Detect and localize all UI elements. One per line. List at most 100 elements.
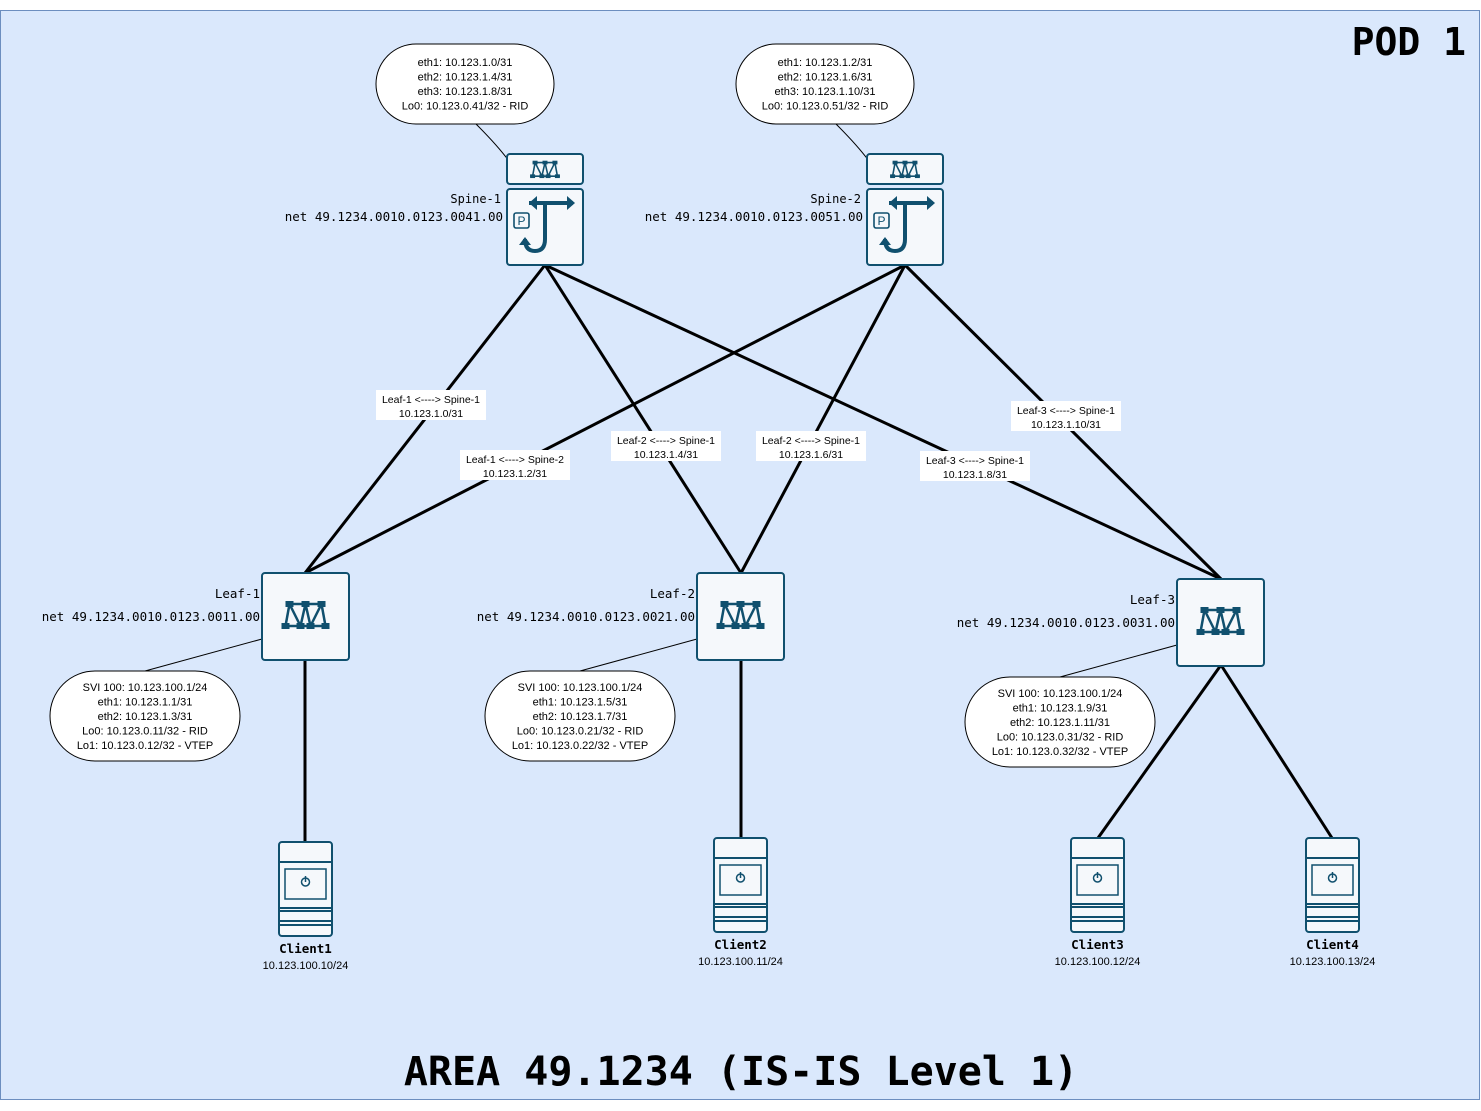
- fabric-icon: [530, 160, 560, 179]
- link-label-line2: 10.123.1.2/31: [483, 468, 547, 480]
- spine-name: Spine-1: [450, 192, 501, 206]
- spine-net: net 49.1234.0010.0123.0041.00: [285, 209, 503, 224]
- leaf-info-line: eth1: 10.123.1.9/31: [1013, 703, 1108, 715]
- spine-info-bubble: [375, 43, 555, 125]
- leaf-net: net 49.1234.0010.0123.0031.00: [957, 615, 1175, 630]
- link-label-line1: Leaf-3 <----> Spine-1: [926, 455, 1024, 467]
- link-label-box: [756, 431, 866, 461]
- spine-info-line: Lo0: 10.123.0.51/32 - RID: [762, 101, 889, 113]
- client-link-line: [1219, 664, 1334, 839]
- server-body: [713, 837, 768, 933]
- client-ip: 10.123.100.12/24: [1055, 956, 1141, 968]
- link-label-line1: Leaf-2 <----> Spine-1: [762, 435, 860, 447]
- spine-info-bubble: [735, 43, 915, 125]
- leaf-info-line: eth2: 10.123.1.7/31: [533, 711, 628, 723]
- client-ip: 10.123.100.13/24: [1290, 956, 1376, 968]
- leaf-info-line: Lo0: 10.123.0.11/32 - RID: [82, 726, 208, 738]
- link-label-line1: Leaf-1 <----> Spine-1: [382, 394, 480, 406]
- fabric-icon: [716, 601, 765, 629]
- spine-info-line: eth1: 10.123.1.0/31: [418, 57, 513, 69]
- leaf-info-leader: [144, 638, 263, 672]
- link-label-box: [460, 450, 570, 480]
- leaf-info-line: Lo1: 10.123.0.12/32 - VTEP: [77, 740, 213, 752]
- link-label-box: [1011, 401, 1121, 431]
- server-body: [278, 841, 333, 937]
- spine-net: net 49.1234.0010.0123.0051.00: [645, 209, 863, 224]
- client-1: [278, 841, 333, 937]
- leaf-net: net 49.1234.0010.0123.0021.00: [477, 609, 695, 624]
- client-name: Client4: [1306, 937, 1359, 952]
- client-name: Client1: [279, 941, 332, 956]
- client-ip: 10.123.100.11/24: [698, 956, 783, 968]
- router-icon: P: [873, 196, 935, 254]
- link-line: [543, 264, 743, 574]
- leaf-2: [696, 572, 785, 661]
- leaf-name: Leaf-2: [650, 586, 695, 601]
- leaf-name: Leaf-3: [1130, 592, 1175, 607]
- fabric-icon: [1196, 607, 1245, 635]
- leaf-info-line: Lo0: 10.123.0.31/32 - RID: [997, 732, 1124, 744]
- leaf-info-leader: [1059, 644, 1178, 678]
- spine-1: P: [506, 153, 584, 266]
- leaf-info-line: SVI 100: 10.123.100.1/24: [518, 682, 643, 694]
- fabric-icon: [281, 601, 330, 629]
- spine-info-line: eth3: 10.123.1.8/31: [418, 86, 513, 98]
- spine-info-line: eth2: 10.123.1.4/31: [418, 72, 513, 84]
- link-label-line2: 10.123.1.4/31: [634, 449, 698, 461]
- link-line: [304, 263, 906, 575]
- leaf-info-line: Lo1: 10.123.0.22/32 - VTEP: [512, 740, 648, 752]
- fabric-icon: [890, 160, 920, 179]
- leaf-3: [1176, 578, 1265, 667]
- link-label-line2: 10.123.1.6/31: [779, 449, 843, 461]
- spine-name: Spine-2: [810, 192, 861, 206]
- pod-label: POD 1: [1352, 20, 1466, 64]
- link-line: [544, 263, 1222, 581]
- link-label-line1: Leaf-1 <----> Spine-2: [466, 454, 564, 466]
- leaf-box: [696, 572, 785, 661]
- link-label-box: [920, 451, 1030, 481]
- leaf-info-line: Lo0: 10.123.0.21/32 - RID: [517, 726, 644, 738]
- link-label-line2: 10.123.1.0/31: [399, 408, 463, 420]
- spine-2: P: [866, 153, 944, 266]
- router-p-mark: P: [517, 214, 525, 228]
- spine-info-line: eth3: 10.123.1.10/31: [775, 86, 876, 98]
- leaf-info-bubble: [484, 670, 676, 762]
- router-p-mark: P: [877, 214, 885, 228]
- fabric-tile: [866, 153, 944, 185]
- leaf-box: [1176, 578, 1265, 667]
- link-label-box: [611, 431, 721, 461]
- link-line: [739, 264, 907, 574]
- leaf-info-line: eth2: 10.123.1.3/31: [98, 711, 193, 723]
- server-body: [1305, 837, 1360, 933]
- fabric-tile: [506, 153, 584, 185]
- link-label-line1: Leaf-2 <----> Spine-1: [617, 435, 715, 447]
- link-label-line2: 10.123.1.8/31: [943, 469, 1007, 481]
- link-label-line1: Leaf-3 <----> Spine-1: [1017, 405, 1115, 417]
- client-name: Client2: [714, 937, 767, 952]
- leaf-info-line: Lo1: 10.123.0.32/32 - VTEP: [992, 746, 1128, 758]
- client-ip: 10.123.100.10/24: [263, 960, 349, 972]
- leaf-info-line: eth2: 10.123.1.11/31: [1010, 717, 1110, 729]
- leaf-info-bubble: [964, 676, 1156, 768]
- leaf-1: [261, 572, 350, 661]
- leaf-net: net 49.1234.0010.0123.0011.00: [42, 609, 260, 624]
- router-icon: P: [513, 196, 575, 254]
- leaf-info-leader: [579, 638, 698, 672]
- server-body: [1070, 837, 1125, 933]
- spine-info-line: Lo0: 10.123.0.41/32 - RID: [402, 101, 529, 113]
- link-label-line2: 10.123.1.10/31: [1031, 419, 1101, 431]
- spine-info-line: eth2: 10.123.1.6/31: [778, 72, 873, 84]
- client-link-line: [1096, 664, 1223, 839]
- leaf-info-bubble: [49, 670, 241, 762]
- leaf-info-line: eth1: 10.123.1.1/31: [98, 697, 193, 709]
- area-label: AREA 49.1234 (IS-IS Level 1): [404, 1049, 1078, 1095]
- leaf-info-line: SVI 100: 10.123.100.1/24: [83, 682, 208, 694]
- spine-info-line: eth1: 10.123.1.2/31: [778, 57, 873, 69]
- leaf-info-line: eth1: 10.123.1.5/31: [533, 697, 628, 709]
- client-2: [713, 837, 768, 933]
- leaf-box: [261, 572, 350, 661]
- client-name: Client3: [1071, 937, 1124, 952]
- leaf-name: Leaf-1: [215, 586, 260, 601]
- client-3: [1070, 837, 1125, 933]
